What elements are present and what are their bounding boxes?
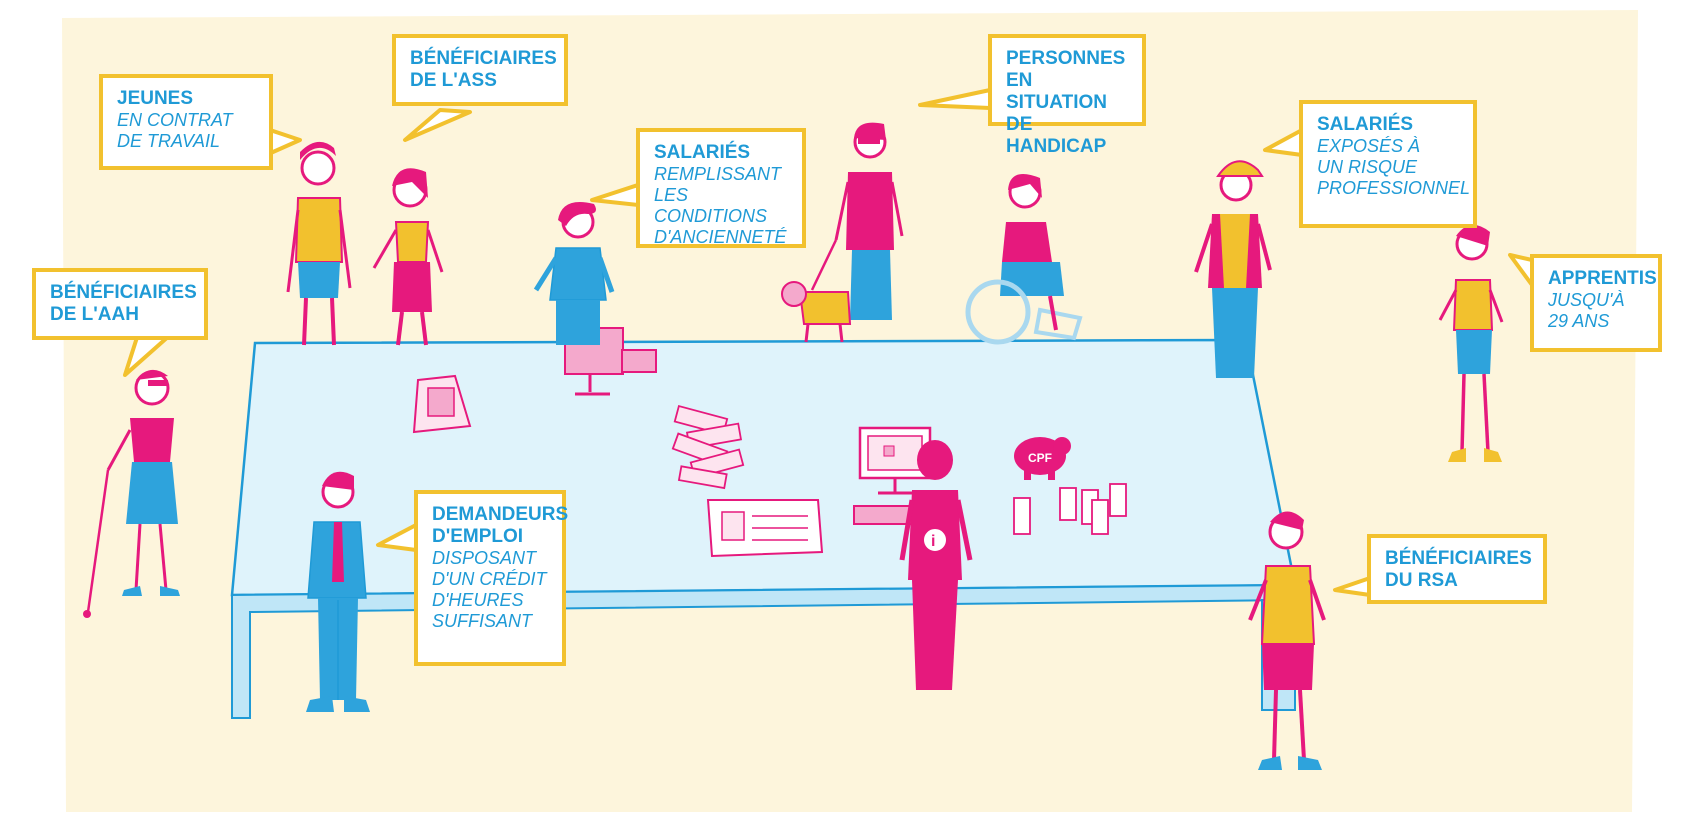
bubble-handicap: PERSONNES EN SITUATION DE HANDICAP bbox=[988, 34, 1146, 157]
piggy-bank-label: CPF bbox=[1028, 451, 1052, 465]
person-apprentis bbox=[1438, 224, 1504, 462]
guide-dog-icon bbox=[781, 281, 852, 343]
bubble-ass: BÉNÉFICIAIRES DE L'ASS bbox=[392, 34, 568, 106]
person-aah bbox=[83, 369, 180, 618]
person-ass bbox=[372, 168, 444, 346]
bubble-subtitle: EN CONTRAT DE TRAVAIL bbox=[117, 110, 233, 151]
bubble-title: BÉNÉFICIAIRES DU RSA bbox=[1385, 548, 1532, 591]
bubble-apprentis: APPRENTIS JUSQU'À 29 ANS bbox=[1530, 254, 1662, 352]
bubble-title: APPRENTIS bbox=[1548, 268, 1657, 289]
bubble-title: DEMANDEURS D'EMPLOI bbox=[432, 504, 569, 547]
form-document-icon bbox=[706, 499, 824, 558]
bubble-subtitle: DISPOSANT D'UN CRÉDIT D'HEURES SUFFISANT bbox=[432, 548, 547, 631]
info-icon: i bbox=[931, 533, 935, 550]
bubble-subtitle: JUSQU'À 29 ANS bbox=[1548, 290, 1625, 331]
person-info-agent: i bbox=[899, 440, 973, 690]
bubble-demandeurs: DEMANDEURS D'EMPLOI DISPOSANT D'UN CRÉDI… bbox=[414, 490, 569, 666]
bubble-aah: BÉNÉFICIAIRES DE L'AAH bbox=[32, 268, 208, 340]
bubble-salaries-anciennete: SALARIÉS REMPLISSANT LES CONDITIONS D'AN… bbox=[636, 128, 806, 248]
bubble-subtitle: EXPOSÉS À UN RISQUE PROFESSIONNEL bbox=[1317, 136, 1471, 198]
banknotes-icon bbox=[671, 404, 745, 490]
person-salaries-anciennete bbox=[533, 202, 615, 345]
bubble-subtitle: REMPLISSANT LES CONDITIONS D'ANCIENNETÉ bbox=[654, 164, 787, 247]
bubble-title: BÉNÉFICIAIRES DE L'AAH bbox=[50, 282, 197, 325]
person-salaries-risque bbox=[1194, 160, 1272, 378]
bubble-rsa: BÉNÉFICIAIRES DU RSA bbox=[1367, 534, 1547, 604]
bubble-jeunes: JEUNES EN CONTRAT DE TRAVAIL bbox=[99, 74, 273, 170]
person-jeunes bbox=[286, 141, 352, 346]
bubble-title: SALARIÉS bbox=[654, 142, 751, 163]
bubble-salaries-risque: SALARIÉS EXPOSÉS À UN RISQUE PROFESSIONN… bbox=[1299, 100, 1477, 228]
person-handicap-visual bbox=[810, 122, 904, 320]
person-rsa bbox=[1248, 511, 1326, 770]
desk-sign-icon bbox=[412, 374, 472, 434]
piggy-bank-icon: CPF bbox=[1014, 437, 1071, 480]
person-handicap-wheelchair bbox=[965, 174, 1083, 345]
pink-chair-icon bbox=[564, 327, 657, 396]
bubble-title: PERSONNES EN SITUATION DE HANDICAP bbox=[1006, 48, 1126, 157]
bubble-title: JEUNES bbox=[117, 88, 194, 109]
paper-stack-icon bbox=[1013, 483, 1127, 535]
person-demandeurs bbox=[306, 471, 370, 712]
bubble-title: BÉNÉFICIAIRES DE L'ASS bbox=[410, 48, 557, 91]
bubble-title: SALARIÉS bbox=[1317, 114, 1414, 135]
